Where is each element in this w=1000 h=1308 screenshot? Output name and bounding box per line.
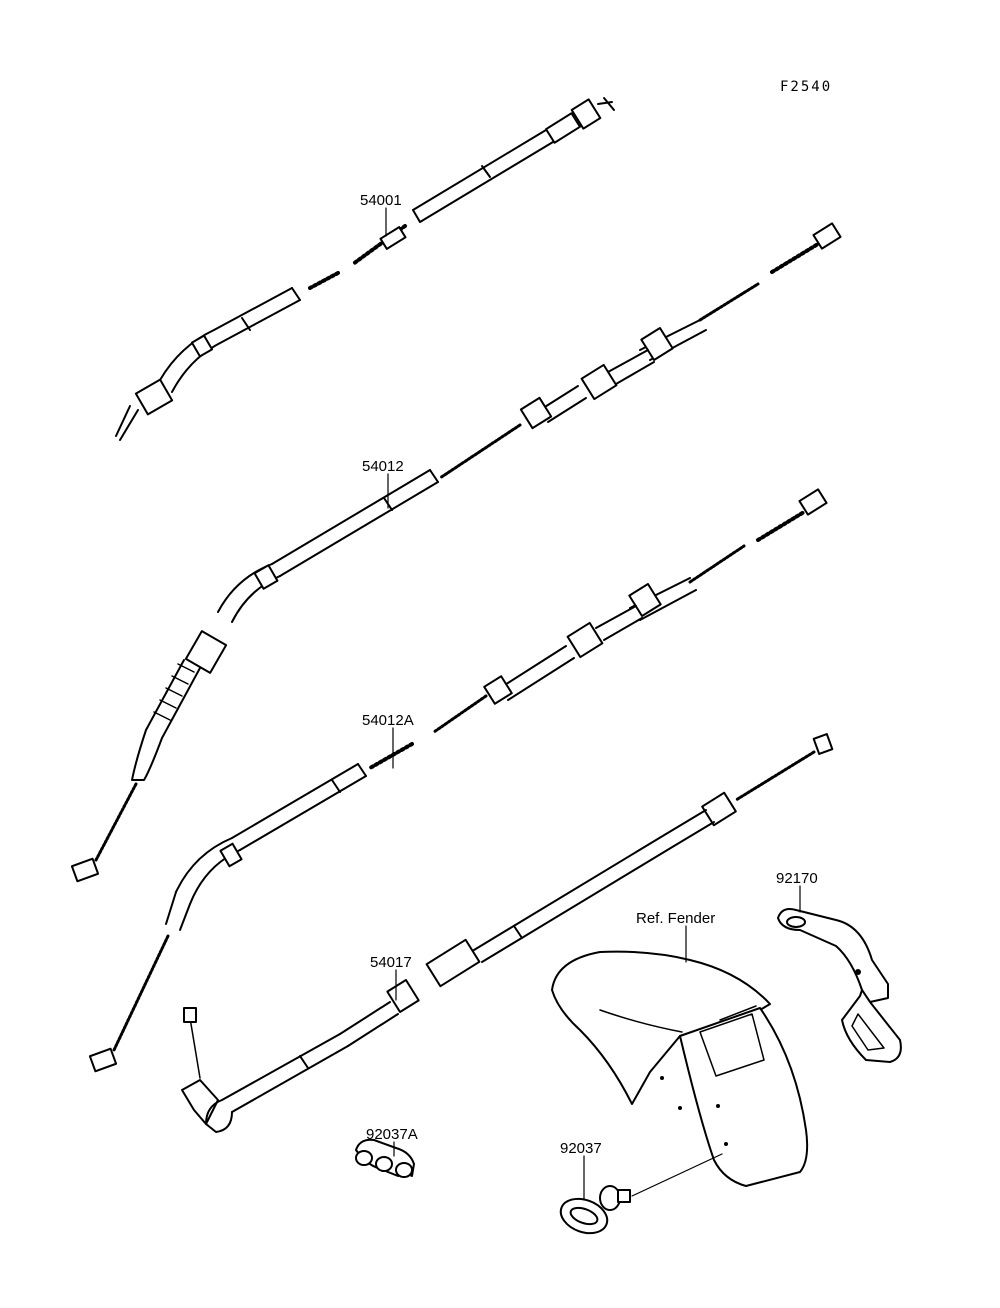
part-label-54017: 54017 [370, 954, 412, 971]
figure-code: F2540 [780, 79, 833, 95]
part-label-54001: 54001 [360, 192, 402, 209]
part-label-92170: 92170 [776, 870, 818, 887]
grommet-92037 [559, 1185, 631, 1235]
part-label-92037A: 92037A [366, 1126, 418, 1143]
leader-lines [385, 207, 801, 1201]
clutch-cable-54012 [70, 222, 842, 883]
part-label-92037: 92037 [560, 1140, 602, 1157]
ref-fender-label: Ref. Fender [636, 910, 716, 927]
front-fender-reference [551, 950, 809, 1187]
cable-54017 [181, 733, 834, 1133]
clamp-92037A [355, 1138, 415, 1178]
part-label-54012A: 54012A [362, 712, 414, 729]
part-label-54012: 54012 [362, 458, 404, 475]
speedometer-cable-54001 [115, 97, 615, 441]
clutch-cable-54012A [88, 488, 828, 1073]
bracket-92170 [777, 908, 902, 1063]
